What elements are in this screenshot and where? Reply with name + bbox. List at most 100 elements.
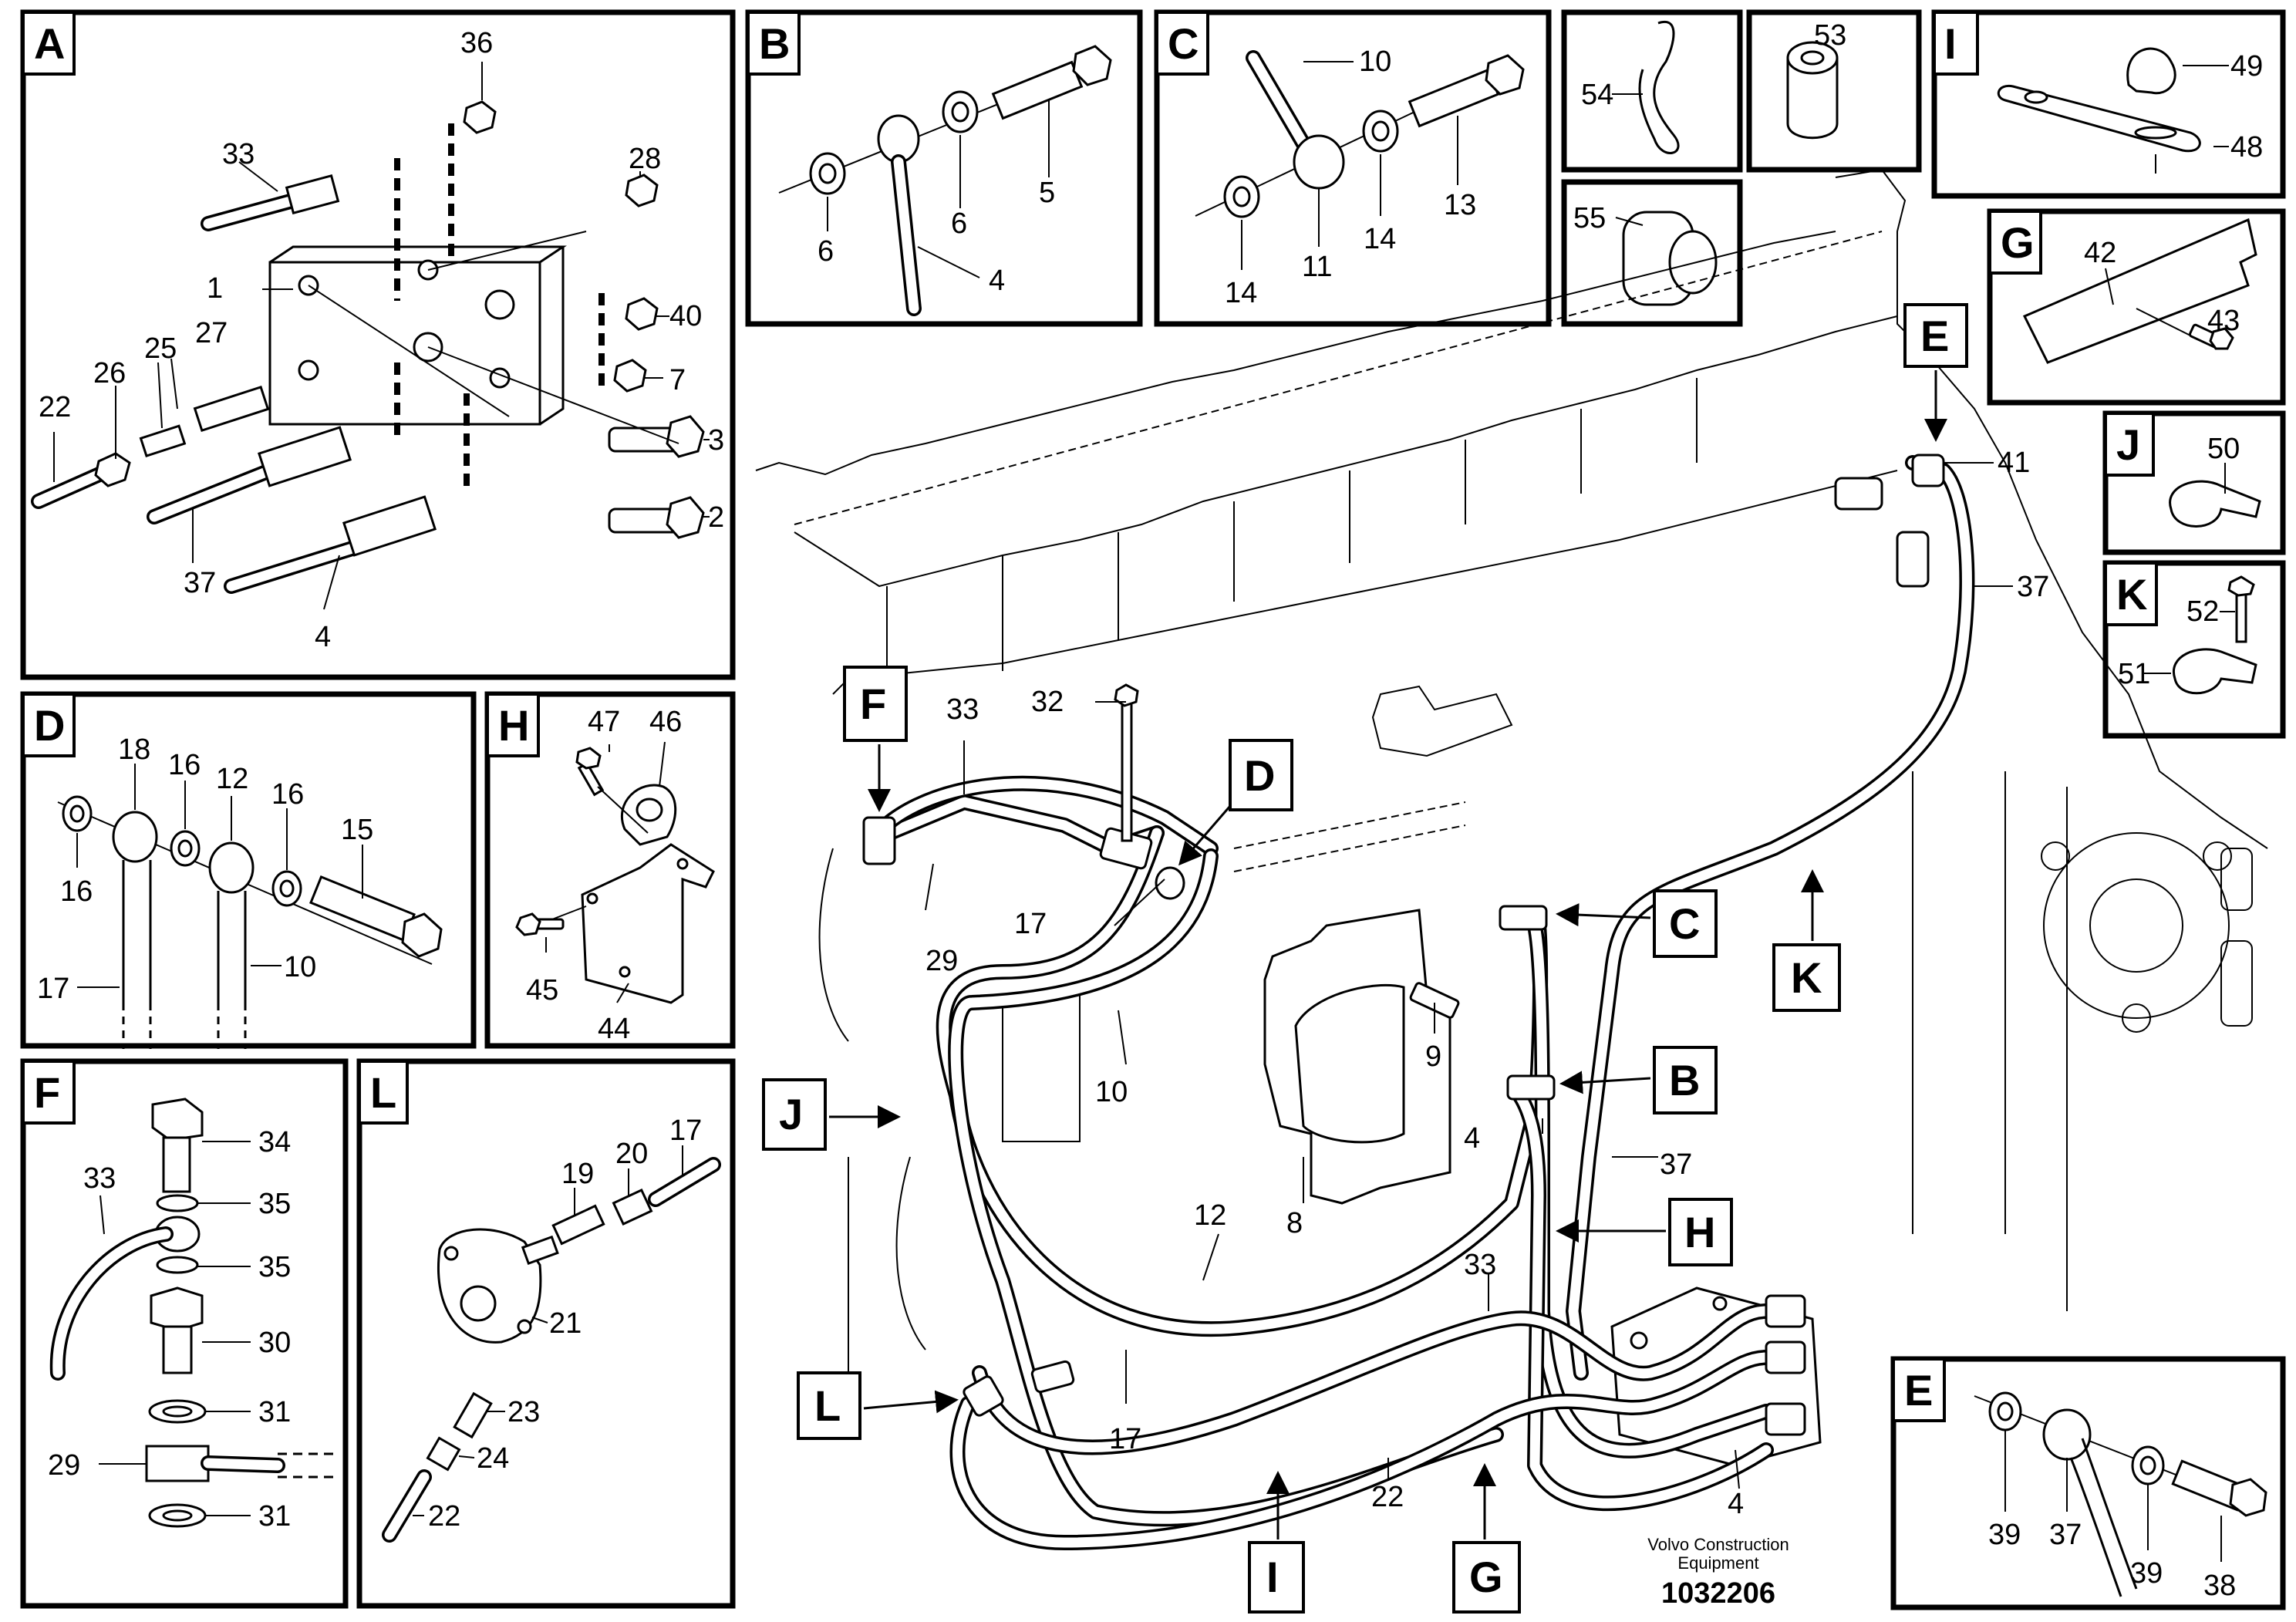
detail-label-i xyxy=(1933,11,1979,76)
callout-22: 22 xyxy=(428,1500,460,1533)
fitting xyxy=(285,174,340,215)
adapter-30 xyxy=(150,1286,204,1332)
callout-4: 4 xyxy=(989,265,1005,297)
detail-panel-f: F 34 35 35 33 30 31 29 31 xyxy=(20,1058,349,1609)
callout-38: 38 xyxy=(2203,1570,2236,1602)
callout-52: 52 xyxy=(2186,595,2219,628)
detail-label-j xyxy=(2104,412,2155,477)
bolt-34 xyxy=(162,1136,191,1193)
pointer-letter-e: E xyxy=(1920,312,1949,360)
detail-letter-c: C xyxy=(1168,19,1199,68)
detail-letter-b: B xyxy=(759,19,790,68)
bolt-15-head xyxy=(401,912,443,958)
bolt-9 xyxy=(1409,982,1460,1019)
callout-36: 36 xyxy=(460,27,493,59)
fitting-17 xyxy=(1030,1360,1075,1394)
callout-7: 7 xyxy=(669,364,686,396)
bolt-32-head xyxy=(1114,683,1139,707)
detail-letter-f: F xyxy=(34,1068,60,1117)
banjo-29 xyxy=(145,1445,210,1482)
fitting-c xyxy=(1499,905,1548,931)
pointer-letter-h: H xyxy=(1684,1208,1715,1256)
nut-28 xyxy=(625,174,659,207)
callout-29: 29 xyxy=(48,1449,80,1482)
bolt-2-head xyxy=(666,496,705,539)
bolt-45-head xyxy=(515,912,541,936)
callout-41: 41 xyxy=(1998,447,2030,479)
callout-6: 6 xyxy=(951,207,967,240)
banjo-12 xyxy=(208,841,255,894)
callout-37: 37 xyxy=(2017,571,2049,603)
detail-panel-k: K 52 51 xyxy=(2102,560,2286,739)
fitting-27 xyxy=(193,385,270,433)
detail-letter-e: E xyxy=(1904,1366,1933,1415)
callout-33: 33 xyxy=(83,1162,116,1195)
callout-4: 4 xyxy=(1464,1122,1480,1155)
main-engine-view: F D E C K J B H L I G 41 37 33 32 29 17 … xyxy=(755,168,2268,1614)
bracket-44 xyxy=(581,843,715,1004)
pointer-tag-h xyxy=(1668,1198,1733,1266)
bolt-5 xyxy=(991,60,1084,120)
pointer-letter-c: C xyxy=(1669,899,1700,948)
callout-37: 37 xyxy=(2049,1519,2082,1551)
callout-9: 9 xyxy=(1425,1040,1441,1073)
detail-panel-cable-tie: 54 xyxy=(1561,9,1743,173)
callout-50: 50 xyxy=(2207,433,2240,465)
callout-16: 16 xyxy=(271,778,304,811)
fitting-24 xyxy=(426,1436,461,1472)
callout-6: 6 xyxy=(818,235,834,268)
callout-13: 13 xyxy=(1444,189,1476,221)
pointer-tag-i xyxy=(1248,1541,1305,1614)
bracket-k xyxy=(1896,531,1930,588)
detail-label-e xyxy=(1892,1357,1946,1422)
detail-letter-h: H xyxy=(498,701,529,750)
pointer-letter-g: G xyxy=(1469,1553,1503,1601)
detail-panel-e: E 39 37 39 38 xyxy=(1890,1356,2286,1610)
callout-8: 8 xyxy=(1286,1207,1303,1239)
callout-15: 15 xyxy=(341,814,373,846)
callout-39: 39 xyxy=(1988,1519,2021,1551)
callout-17: 17 xyxy=(37,973,69,1005)
fitting-valve-c xyxy=(1765,1402,1806,1436)
detail-letter-d: D xyxy=(34,701,65,750)
pointer-tag-l xyxy=(797,1371,861,1440)
washer-35 xyxy=(156,1194,199,1212)
callout-3: 3 xyxy=(708,424,724,457)
flywheel-flange xyxy=(2041,832,2232,1033)
callout-40: 40 xyxy=(669,300,702,332)
callout-44: 44 xyxy=(598,1013,630,1045)
banjo-11 xyxy=(1293,134,1345,190)
callout-11: 11 xyxy=(1302,251,1332,283)
callout-22: 22 xyxy=(39,391,71,423)
nut-26 xyxy=(94,452,131,487)
callout-35: 35 xyxy=(258,1188,291,1220)
adapter-30-thread xyxy=(162,1325,193,1374)
callout-45: 45 xyxy=(526,974,558,1007)
bolt-13-head xyxy=(1485,54,1525,96)
detail-panel-i: I 49 48 xyxy=(1931,9,2286,199)
fitting-valve-b xyxy=(1765,1340,1806,1374)
callout-33: 33 xyxy=(222,138,255,170)
callout-20: 20 xyxy=(615,1138,648,1170)
callout-18: 18 xyxy=(118,733,150,766)
callout-55: 55 xyxy=(1573,202,1606,234)
bolt-43-head xyxy=(2209,327,2234,350)
callout-1: 1 xyxy=(207,272,223,305)
detail-panel-g: G 42 43 xyxy=(1987,208,2286,406)
document-number: 1032206 xyxy=(1661,1577,1775,1610)
detail-panel-c: C 10 14 11 14 13 xyxy=(1154,9,1552,327)
callout-17: 17 xyxy=(669,1114,702,1147)
callout-14: 14 xyxy=(1225,277,1257,309)
detail-label-d xyxy=(22,693,76,757)
detail-panel-j: J 50 xyxy=(2102,410,2286,555)
plate-42 xyxy=(2022,218,2257,364)
callout-29: 29 xyxy=(925,945,958,977)
fitting-19 xyxy=(551,1204,605,1246)
detail-label-g xyxy=(1988,210,2042,275)
callout-30: 30 xyxy=(258,1327,291,1359)
detail-label-c xyxy=(1155,11,1209,76)
callout-14: 14 xyxy=(1364,223,1396,255)
banjo-37 xyxy=(2042,1408,2092,1461)
callout-12: 12 xyxy=(1194,1199,1226,1232)
